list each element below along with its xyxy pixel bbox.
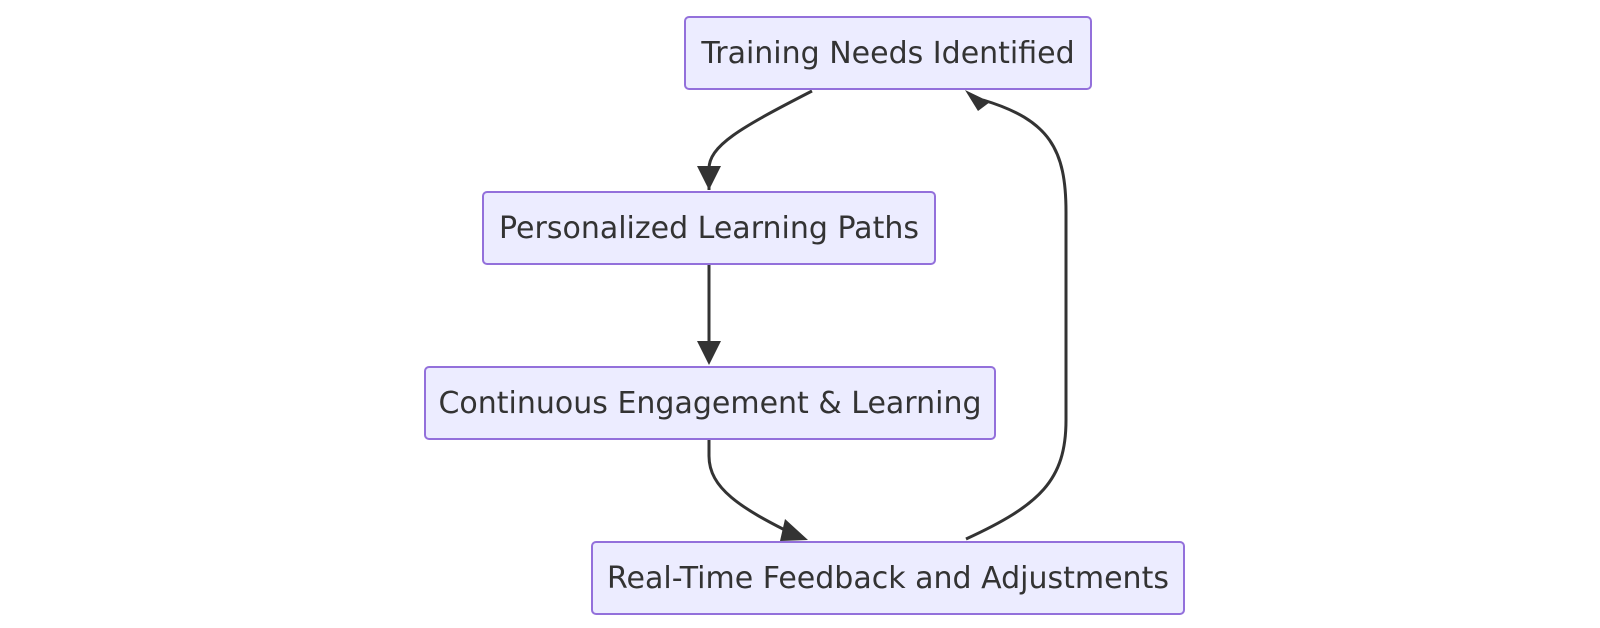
node-label: Training Needs Identified [701,35,1075,71]
node-label: Continuous Engagement & Learning [438,385,982,421]
node-continuous-engagement-learning: Continuous Engagement & Learning [424,366,996,440]
edge-continuous-to-realtime [707,440,796,537]
edge-realtime-to-training [965,98,1068,541]
node-personalized-learning-paths: Personalized Learning Paths [482,191,936,265]
edge-training-to-personalized [707,89,813,190]
node-label: Real-Time Feedback and Adjustments [607,560,1169,596]
node-training-needs-identified: Training Needs Identified [684,16,1092,90]
arrowhead-training [965,90,990,111]
arrowhead-continuous [697,341,721,365]
node-label: Personalized Learning Paths [499,210,919,246]
arrowhead-personalized [697,166,721,190]
arrowhead-realtime [780,519,808,541]
node-real-time-feedback-adjustments: Real-Time Feedback and Adjustments [591,541,1185,615]
